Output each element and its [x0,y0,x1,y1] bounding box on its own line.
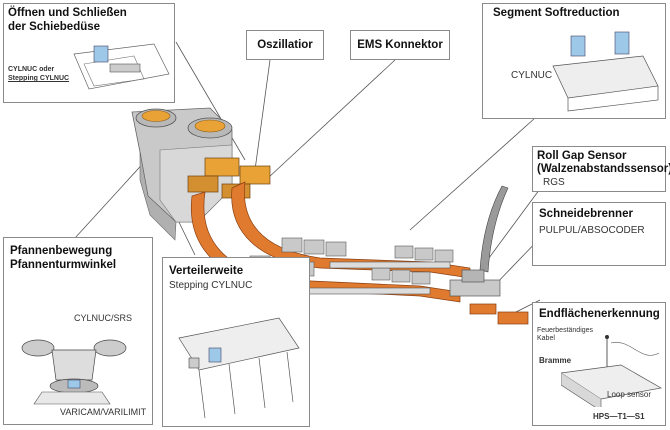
callout-segment: Segment Softreduction CYLNUC [482,3,666,119]
callout-rollgap: Roll Gap Sensor (Walzenabstandssensor) R… [532,146,670,192]
slide-gate-sketch [73,43,170,90]
callout-schiebeduese: Öffnen und Schließen der Schiebedüse CYL… [3,3,175,103]
endflaechen-model: HPS—T1—S1 [593,412,645,421]
endflaechen-title: Endflächenerkennung [539,308,660,320]
schiebeduese-detail-line1: CYLNUC oder [8,66,55,73]
strand-upper [231,181,471,279]
segment-detail: CYLNUC [511,70,553,81]
roll-gap-sensor-band [479,185,509,273]
endflaechen-cable-line2: Kabel [537,335,555,342]
rollgap-title-line1: Roll Gap Sensor [537,150,627,162]
pfannen-detail2: VARICAM/VARILIMIT [60,407,147,417]
schiebeduese-detail-line2: Stepping CYLNUC [8,75,70,82]
schiebeduese-title-line1: Öffnen und Schließen [8,7,127,19]
cutting-torch-unit [449,269,501,297]
pfannen-detail1: CYLNUC/SRS [74,313,133,323]
verteiler-detail: Stepping CYLNUC [169,280,253,291]
verteiler-title: Verteilerweite [169,265,244,277]
endflaechen-cable-line1: Feuerbeständiges [537,327,594,334]
callout-pfannen: Pfannenbewegung Pfannenturmwinkel CYLNUC… [3,237,153,425]
label-ems-konnektor: EMS Konnektor [350,30,450,60]
rollgap-detail: RGS [543,177,565,188]
callout-verteiler: Verteilerweite Stepping CYLNUC [162,257,310,427]
schneide-title: Schneidebrenner [539,208,633,220]
output-slab-cut [469,303,497,315]
output-slab [497,311,529,325]
endflaechen-bramme: Bramme [539,356,572,365]
schiebeduese-title-line2: der Schiebedüse [8,21,101,33]
callout-endflaechen: Endflächenerkennung Feuerbeständiges Kab… [532,302,666,426]
pfannen-title-line1: Pfannenbewegung [10,245,113,257]
segment-title: Segment Softreduction [493,7,620,19]
endflaechen-loop: Loop sensor [607,390,652,399]
schneide-detail: PULPUL/ABSOCODER [539,225,645,236]
pfannen-title-line2: Pfannenturmwinkel [10,259,117,271]
label-oszillator: Oszillatior [246,30,324,60]
segment-sketch [552,31,659,112]
callout-schneidebrenner: Schneidebrenner PULPUL/ABSOCODER [532,202,666,266]
rollgap-title-line2: (Walzenabstandssensor) [537,163,670,175]
end-detection-sketch [561,335,663,407]
ladle-turret-sketch [21,339,127,405]
tundish-width-sketch [178,317,300,419]
